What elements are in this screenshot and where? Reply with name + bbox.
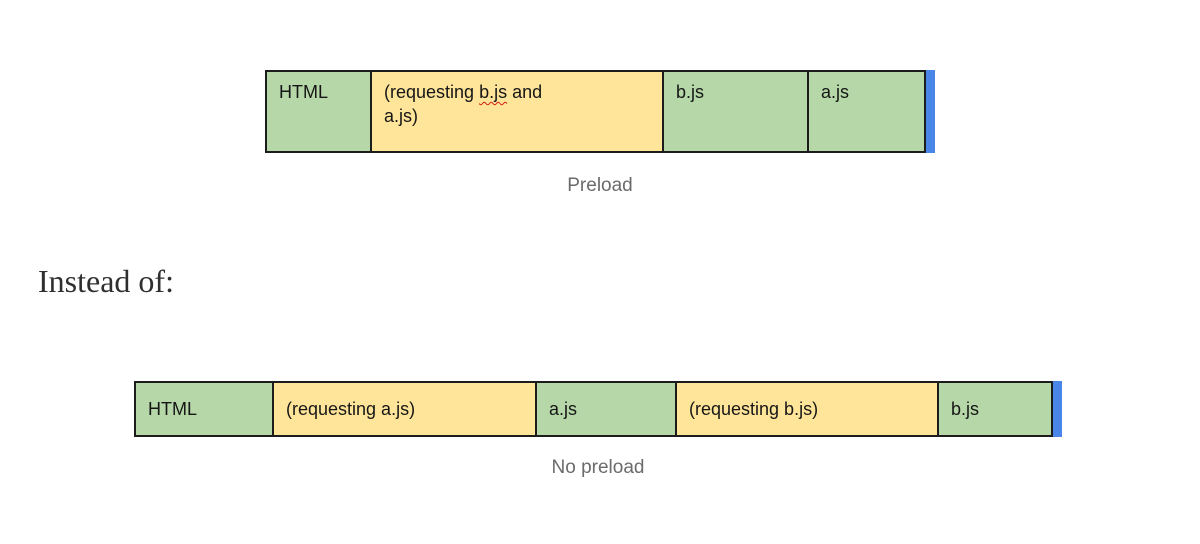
cell-label: (requesting a.js) xyxy=(286,398,416,419)
timeline-cell-html: HTML xyxy=(267,72,372,151)
cell-label: a.js xyxy=(821,82,850,102)
cell-label: a.js xyxy=(549,398,578,419)
preload-diagram: HTML (requesting b.js and a.js) b.js a.j… xyxy=(265,70,935,197)
cell-label: b.js xyxy=(951,398,980,419)
cell-label: b.js xyxy=(676,82,705,102)
timeline-cell-html: HTML xyxy=(136,383,274,435)
preload-timeline-bar: HTML (requesting b.js and a.js) b.js a.j… xyxy=(265,70,935,153)
misspelled-word: b.js xyxy=(479,82,508,102)
timeline-cell-requesting: (requesting b.js and a.js) xyxy=(372,72,664,151)
cell-label: (requesting b.js) xyxy=(689,398,819,419)
timeline-cell-requesting-bjs: (requesting b.js) xyxy=(677,383,939,435)
timeline-cell-bjs: b.js xyxy=(664,72,809,151)
cell-label-suffix: and xyxy=(507,82,543,102)
execution-marker xyxy=(926,70,935,153)
diagram-caption: No preload xyxy=(551,457,645,478)
no-preload-diagram: HTML (requesting a.js) a.js (requesting … xyxy=(134,381,1062,479)
cell-label-line2: a.js) xyxy=(384,106,419,127)
timeline-cell-bjs: b.js xyxy=(939,383,1051,435)
cell-label: HTML xyxy=(279,82,328,102)
no-preload-timeline-cells: HTML (requesting a.js) a.js (requesting … xyxy=(134,381,1053,437)
execution-marker xyxy=(1053,381,1062,437)
no-preload-timeline-bar: HTML (requesting a.js) a.js (requesting … xyxy=(134,381,1062,437)
timeline-cell-ajs: a.js xyxy=(537,383,677,435)
diagram-caption: Preload xyxy=(567,175,633,196)
cell-label: HTML xyxy=(148,398,197,419)
preload-timeline-cells: HTML (requesting b.js and a.js) b.js a.j… xyxy=(265,70,926,153)
cell-label-prefix: (requesting xyxy=(384,82,480,102)
instead-of-text: Instead of: xyxy=(38,263,174,299)
timeline-cell-ajs: a.js xyxy=(809,72,924,151)
timeline-cell-requesting-ajs: (requesting a.js) xyxy=(274,383,537,435)
